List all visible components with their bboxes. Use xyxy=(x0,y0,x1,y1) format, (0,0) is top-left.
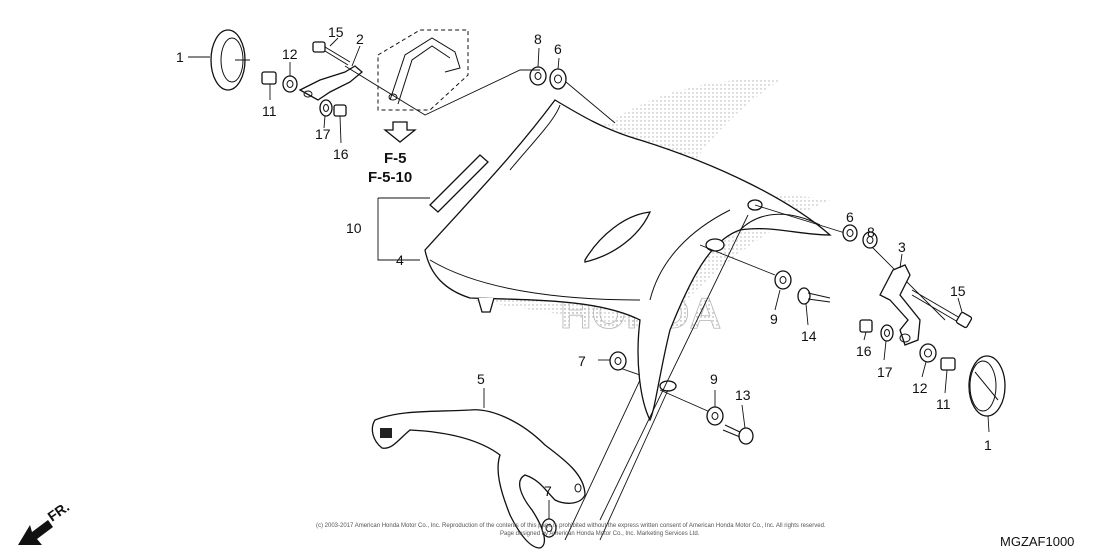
callout-1-right: 1 xyxy=(984,437,992,453)
callout-2: 2 xyxy=(356,31,364,47)
nut-right xyxy=(940,357,956,371)
grommet-right-upper xyxy=(774,270,792,290)
reference-label-f5-10: F-5-10 xyxy=(368,169,412,186)
callout-17-right: 17 xyxy=(877,364,893,380)
callout-13: 13 xyxy=(735,387,751,403)
grommet-right-lower xyxy=(706,406,724,426)
fr-arrow-icon xyxy=(18,520,53,545)
collar-right xyxy=(862,231,878,249)
callouts: 1 11 12 15 2 17 16 8 6 10 4 6 8 3 15 9 1… xyxy=(176,24,992,519)
bolt-left xyxy=(312,41,351,66)
callout-11-right: 11 xyxy=(936,396,951,412)
bolt-right-lower xyxy=(722,424,754,445)
reference-label-f5: F-5 xyxy=(384,150,407,167)
callout-9-upper: 9 xyxy=(770,311,778,327)
washer-right xyxy=(919,343,937,363)
nut-left xyxy=(261,71,277,85)
callout-4: 4 xyxy=(396,252,404,268)
collar-right-lower xyxy=(880,324,894,342)
copyright-line-1: (c) 2003-2017 American Honda Motor Co., … xyxy=(316,523,826,529)
callout-6-right: 6 xyxy=(846,209,854,225)
callout-7-middle: 7 xyxy=(578,353,586,369)
front-fender xyxy=(424,99,832,422)
bolt-right-upper xyxy=(797,287,831,305)
stay-bracket-right xyxy=(879,264,921,346)
callout-1-left: 1 xyxy=(176,49,184,65)
stay-bracket-left xyxy=(298,65,364,101)
small-nut-right xyxy=(859,319,873,333)
diagram-code: MGZAF1000 xyxy=(1000,534,1074,549)
copyright-line-2: Page designed by American Honda Motor Co… xyxy=(500,531,700,537)
callout-14: 14 xyxy=(801,328,817,344)
fr-label: FR. xyxy=(45,498,73,524)
reflector-right xyxy=(968,355,1006,417)
callout-10: 10 xyxy=(346,220,362,236)
washer-left xyxy=(282,75,298,93)
fender-stay-lower xyxy=(371,409,586,549)
callout-15-left: 15 xyxy=(328,24,344,40)
callout-15-right: 15 xyxy=(950,283,966,299)
grommet-right xyxy=(842,224,858,242)
callout-16-right: 16 xyxy=(856,343,872,359)
reflector-left xyxy=(210,29,250,91)
callout-12-right: 12 xyxy=(912,380,928,396)
callout-9-lower: 9 xyxy=(710,371,718,387)
front-direction-indicator: FR. xyxy=(18,498,72,545)
grommet-top xyxy=(549,68,567,90)
callout-11-left: 11 xyxy=(262,103,277,119)
callout-3: 3 xyxy=(898,239,906,255)
collar-middle xyxy=(609,351,627,371)
small-nut-left xyxy=(333,104,347,117)
callout-8-top: 8 xyxy=(534,31,542,47)
assembly-lines xyxy=(344,65,946,541)
callout-7-bottom: 7 xyxy=(544,483,552,499)
callout-12-left: 12 xyxy=(282,46,298,62)
reference-box xyxy=(377,29,469,111)
callout-16-left: 16 xyxy=(333,146,349,162)
sticker-strip xyxy=(429,154,489,213)
callout-17-left: 17 xyxy=(315,126,331,142)
bolt-right xyxy=(911,289,973,329)
callout-6-top: 6 xyxy=(554,41,562,57)
reference-arrow xyxy=(383,121,417,143)
collar-left xyxy=(319,99,333,117)
callout-5: 5 xyxy=(477,371,485,387)
callout-8-right: 8 xyxy=(867,224,875,240)
